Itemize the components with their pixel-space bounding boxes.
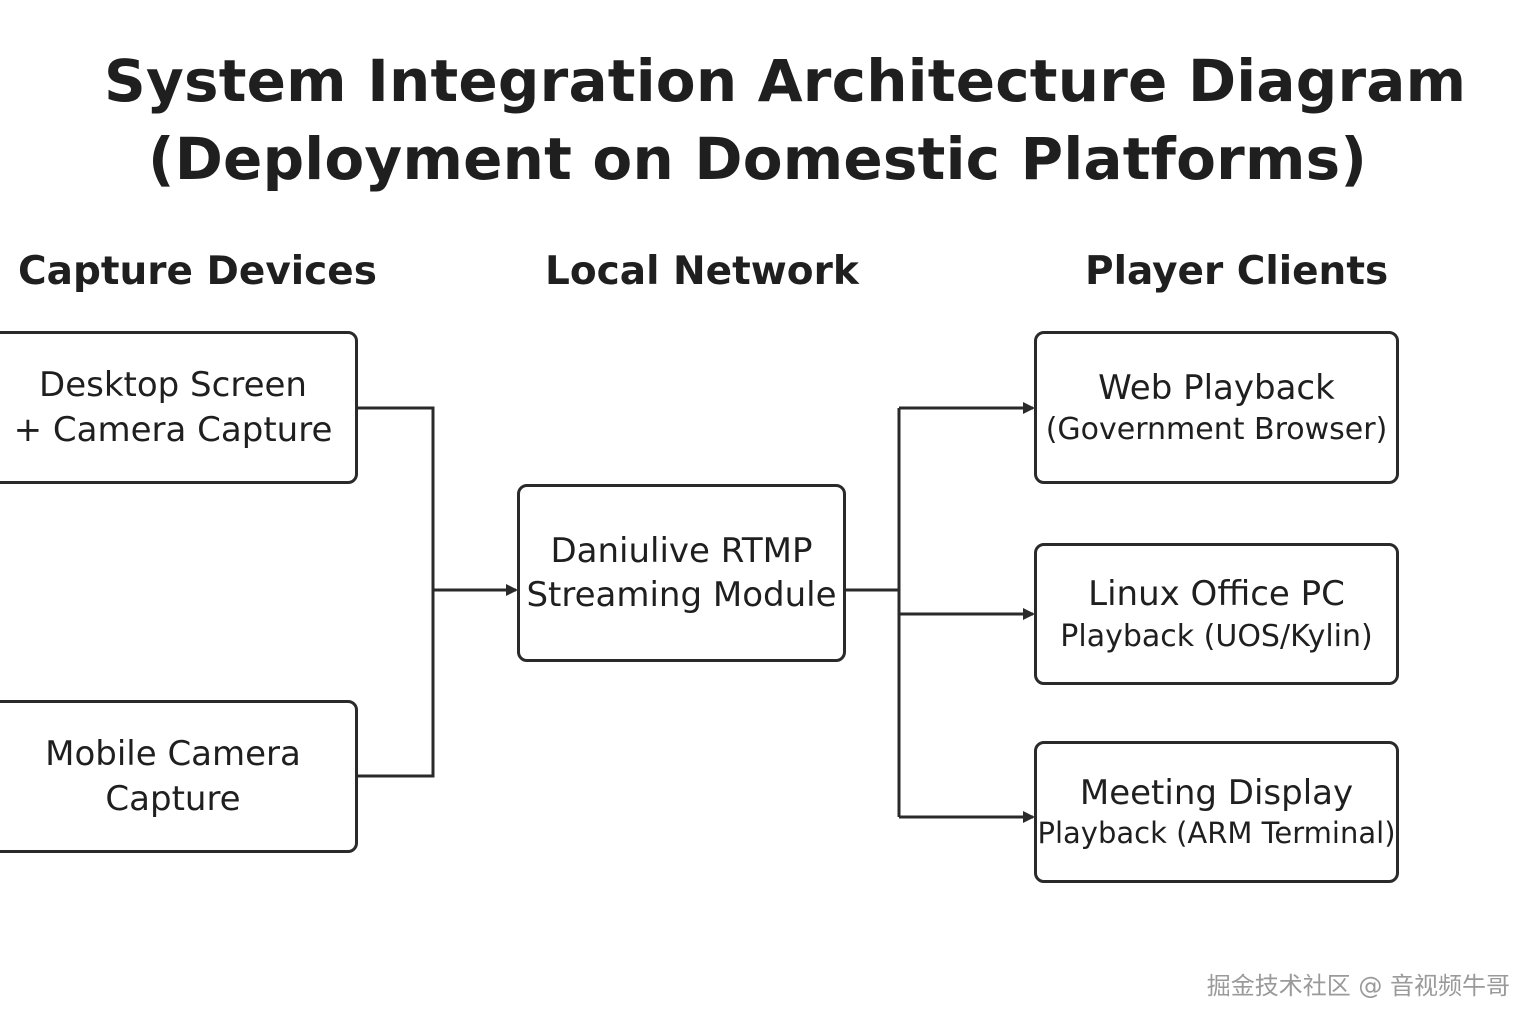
node-label: Capture <box>105 778 241 819</box>
node-label: Linux Office PC <box>1088 574 1345 615</box>
diagram-title-line-2: (Deployment on Domestic Platforms) <box>148 125 1368 193</box>
node-web-playback: Web Playback (Government Browser) <box>1034 331 1399 484</box>
node-label: Meeting Display <box>1079 773 1354 814</box>
node-label: Playback (ARM Terminal) <box>1037 816 1396 851</box>
node-label: Desktop Screen <box>39 365 307 406</box>
node-label: Mobile Camera <box>45 734 301 775</box>
node-desktop-camera-capture: Desktop Screen + Camera Capture <box>0 331 358 484</box>
edge-mobile-to-stream <box>358 590 435 778</box>
node-label: + Camera Capture <box>13 409 333 450</box>
node-rtmp-streaming-module: Daniulive RTMP Streaming Module <box>517 484 846 662</box>
node-mobile-camera-capture: Mobile Camera Capture <box>0 700 358 853</box>
diagram-title-line-1: System Integration Architecture Diagram <box>104 47 1467 115</box>
node-label: Playback (UOS/Kylin) <box>1060 618 1373 654</box>
edge-desktop-to-stream <box>358 406 435 590</box>
column-header-capture-devices: Capture Devices <box>18 249 377 294</box>
node-label: Daniulive RTMP <box>550 530 813 571</box>
node-label: Streaming Module <box>526 575 837 615</box>
node-meeting-display-playback: Meeting Display Playback (ARM Terminal) <box>1034 741 1399 883</box>
node-label: Web Playback <box>1098 367 1335 408</box>
column-header-local-network: Local Network <box>545 249 859 294</box>
node-label: (Government Browser) <box>1045 412 1388 448</box>
watermark-text: 掘金技术社区 @ 音视频牛哥 <box>1206 972 1510 1000</box>
column-header-player-clients: Player Clients <box>1085 249 1389 294</box>
node-linux-office-playback: Linux Office PC Playback (UOS/Kylin) <box>1034 543 1399 685</box>
